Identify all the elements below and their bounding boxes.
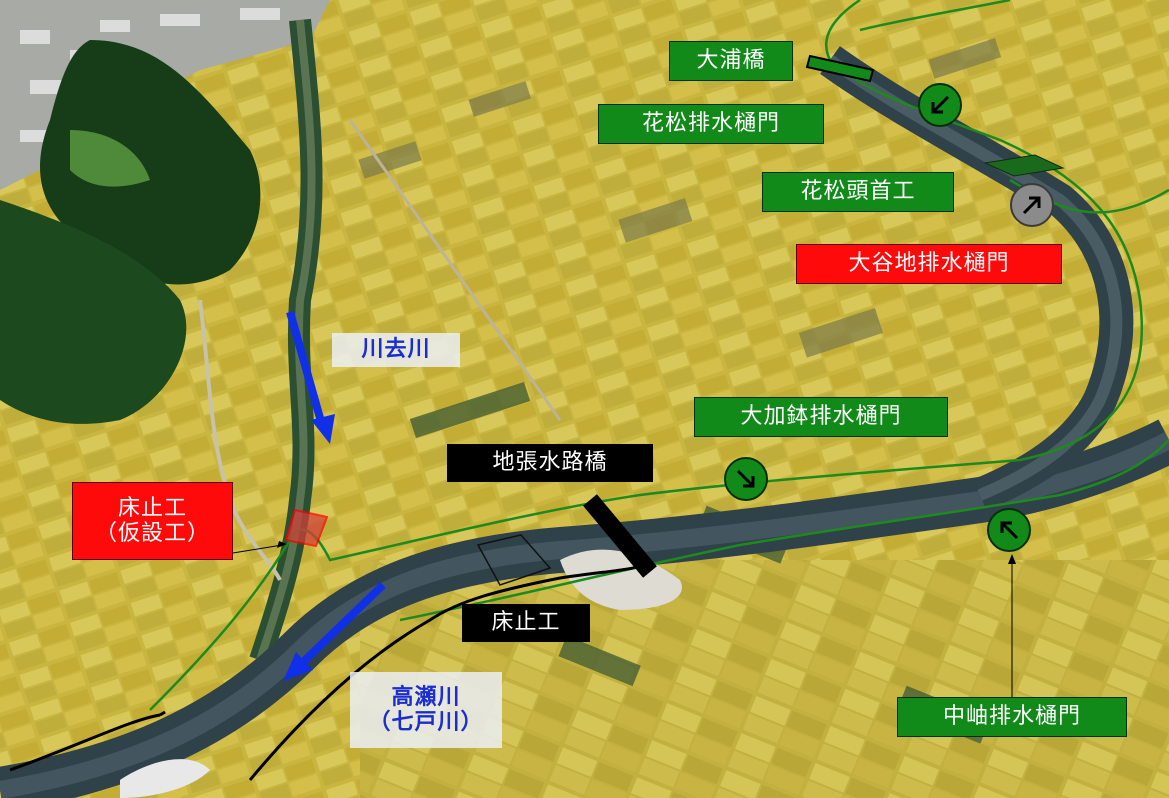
arrow-down-right-icon xyxy=(724,457,768,501)
hanamatsu-headworks-label: 花松頭首工 xyxy=(762,172,954,212)
takase-river-label-line2: （七戸川） xyxy=(368,710,484,735)
flow-arrow-kawasari xyxy=(286,310,335,444)
nakakuki-drainage-gate-label: 中岫排水樋門 xyxy=(897,697,1127,737)
temporary-weir-label: 床止工 （仮設工） xyxy=(72,482,233,560)
kawasari-river-label: 川去川 xyxy=(332,333,460,367)
hanamatsu-drainage-gate-label: 花松排水樋門 xyxy=(598,104,824,144)
okabachi-drainage-gate-label: 大加鉢排水樋門 xyxy=(694,397,948,437)
arrow-down-left-icon xyxy=(918,83,962,127)
arrow-up-left-icon xyxy=(987,508,1031,552)
takase-river-label-line1: 高瀬川 xyxy=(391,684,461,710)
arrow-up-right-icon xyxy=(1010,183,1054,227)
temporary-weir-label-line1: 床止工 xyxy=(117,495,187,521)
oyachi-drainage-gate-label: 大谷地排水樋門 xyxy=(796,244,1062,284)
oura-bridge-label: 大浦橋 xyxy=(669,41,793,81)
weir-label: 床止工 xyxy=(462,604,590,642)
takase-river-label: 高瀬川 （七戸川） xyxy=(350,672,502,748)
jibari-aqueduct-bridge-label: 地張水路橋 xyxy=(447,444,653,482)
flow-arrow-takase xyxy=(283,582,386,681)
temporary-weir-label-line2: （仮設工） xyxy=(94,521,210,546)
